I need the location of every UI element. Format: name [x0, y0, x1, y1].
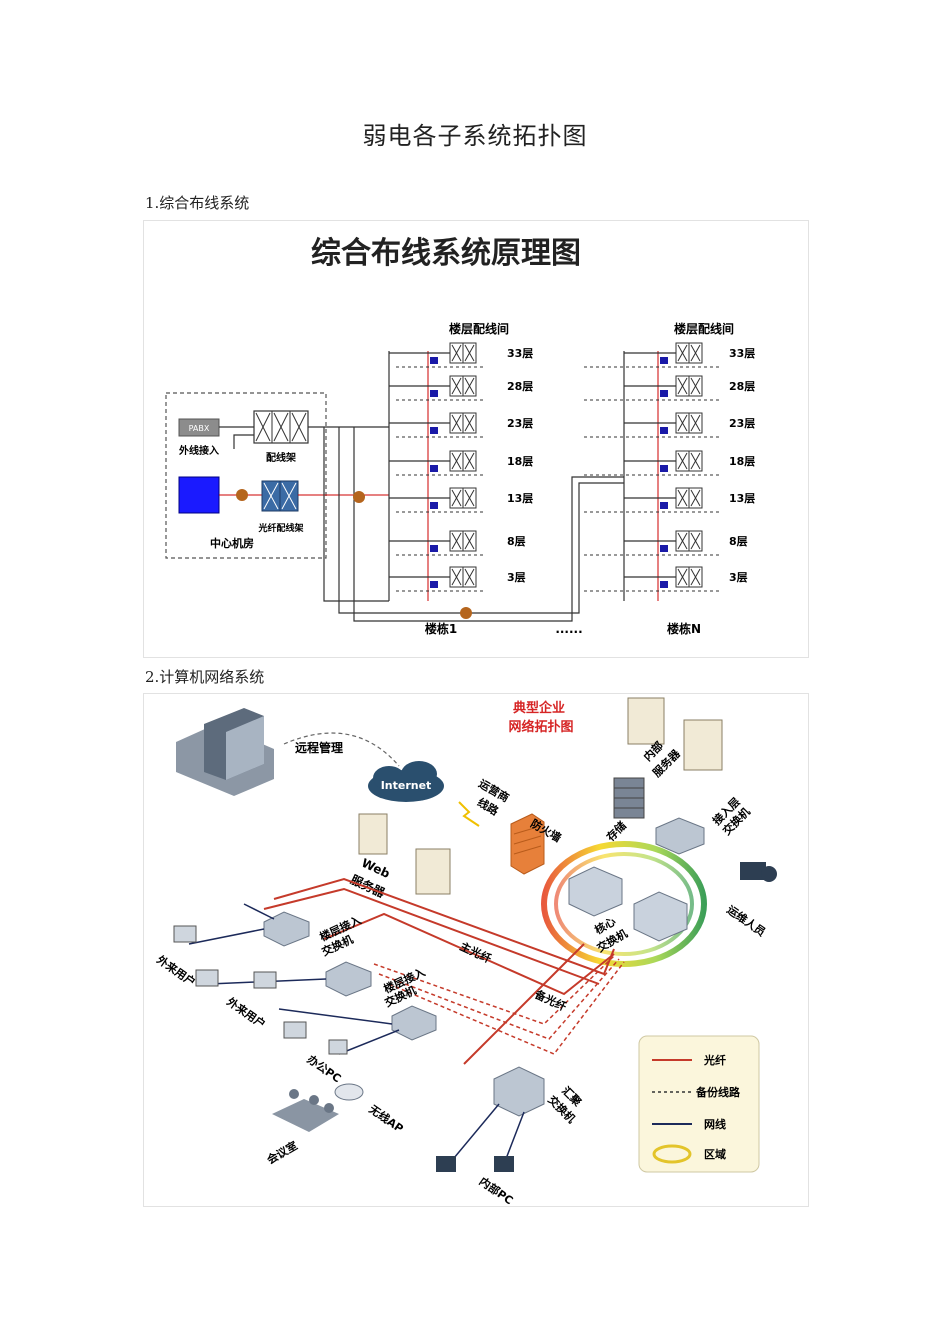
- floor-patch-panel-icon: [449, 530, 477, 552]
- core-ring-zone: [541, 841, 707, 967]
- core-switch-icon: [568, 866, 688, 942]
- storage-label: 存储: [603, 818, 628, 843]
- floor-label: 23层: [729, 417, 755, 430]
- floor-label: 28层: [729, 380, 755, 393]
- outlet-icon: [660, 545, 668, 552]
- network-title-line2: 网络拓扑图: [508, 719, 573, 735]
- floor-patch-panel-icon: [449, 412, 477, 434]
- outlet-icon: [660, 390, 668, 397]
- floor-label: 23层: [507, 417, 533, 430]
- network-diagram: 典型企业 网络拓扑图 远程管理 Internet 运营商 线路 防火墙: [143, 693, 809, 1207]
- floor-patch-panel-icon: [675, 450, 703, 472]
- floor-label: 13层: [729, 492, 755, 505]
- legend-fiber-label: 光纤: [703, 1053, 726, 1067]
- floor-patch-panel-icon: [449, 487, 477, 509]
- ellipsis-label: ......: [555, 622, 582, 636]
- office-pc-label: 办公PC: [305, 1052, 344, 1085]
- floor-patch-panel-icon: [675, 342, 703, 364]
- internet-label: Internet: [381, 779, 432, 792]
- building1-label: 楼栋1: [425, 621, 457, 636]
- floor-room-label-buildingN: 楼层配线间: [674, 321, 734, 336]
- outlet-icon: [660, 427, 668, 434]
- floor-label: 18层: [507, 455, 533, 468]
- internet-cloud-icon: [368, 761, 444, 802]
- buildingN-label: 楼栋N: [667, 621, 701, 636]
- legend-backup-label: 备份线路: [695, 1085, 741, 1099]
- guest-user-label-1: 外来用户: [153, 952, 198, 989]
- document-title: 弱电各子系统拓扑图: [362, 122, 588, 150]
- outlet-icon: [430, 545, 438, 552]
- internal-server-icon: [627, 697, 723, 771]
- floor-patch-panel-icon: [449, 375, 477, 397]
- access-switch-icon: [655, 817, 705, 855]
- fiber-splice-icon: [353, 491, 365, 503]
- center-room-label: 中心机房: [210, 536, 254, 550]
- floor-label: 33层: [507, 347, 533, 360]
- legend-zone-label: 区域: [704, 1147, 726, 1161]
- legend: 光纤 备份线路 网线 区域: [638, 1035, 760, 1173]
- patch-frame-icon: [253, 410, 309, 444]
- web-server-icon: [358, 813, 451, 895]
- firewall-icon: [510, 813, 545, 875]
- floor-room-label-building1: 楼层配线间: [449, 321, 509, 336]
- floor-patch-panel-icon: [675, 566, 703, 588]
- patch-frame-label: 配线架: [266, 451, 296, 464]
- ops-staff-label: 运维人员: [724, 902, 768, 939]
- pabx-label: PABX: [189, 424, 210, 433]
- floor-patch-panel-icon: [675, 487, 703, 509]
- floor-patch-panel-icon: [675, 375, 703, 397]
- floor-label: 28层: [507, 380, 533, 393]
- floor-access-switch-icon: [263, 911, 437, 1041]
- floor-label: 13层: [507, 492, 533, 505]
- floor-label: 3层: [507, 571, 526, 584]
- outlet-icon: [430, 390, 438, 397]
- floor-label: 8层: [729, 535, 748, 548]
- outlet-icon: [660, 502, 668, 509]
- desktop-pc-icon: [436, 1156, 514, 1172]
- fiber-frame-icon: [261, 480, 299, 512]
- outside-line-label: 外线接入: [178, 444, 219, 457]
- outlet-icon: [660, 465, 668, 472]
- aggregation-switch-icon: [493, 1066, 545, 1117]
- cabling-diagram: 综合布线系统原理图 PABX 外线接入 配线架 光纤配线架 中心机房: [143, 220, 809, 658]
- remote-mgmt-label: 远程管理: [295, 740, 343, 755]
- floor-label: 3层: [729, 571, 748, 584]
- wireless-ap-icon: [334, 1083, 364, 1101]
- ops-staff-icon: [740, 862, 777, 882]
- floor-label: 33层: [729, 347, 755, 360]
- floor-patch-panel-icon: [675, 530, 703, 552]
- cabling-diagram-title: 综合布线系统原理图: [311, 236, 581, 271]
- outlet-icon: [660, 581, 668, 588]
- fiber-splice-icon: [236, 489, 248, 501]
- fiber-frame-label: 光纤配线架: [257, 522, 303, 534]
- fiber-splice-icon: [460, 607, 472, 619]
- outlet-icon: [430, 502, 438, 509]
- outlet-icon: [430, 357, 438, 364]
- building-icon: [176, 708, 274, 796]
- outlet-icon: [430, 465, 438, 472]
- meeting-room-icon: [272, 1089, 339, 1132]
- section-heading-network: 2.计算机网络系统: [145, 668, 265, 686]
- outlet-icon: [430, 581, 438, 588]
- meeting-room-label: 会议室: [264, 1138, 300, 1167]
- internal-pc-label: 内部PC: [477, 1174, 516, 1206]
- floor-patch-panel-icon: [675, 412, 703, 434]
- center-room-box: [165, 392, 327, 559]
- network-title-line1: 典型企业: [513, 700, 565, 716]
- laptop-icon: [173, 925, 348, 1055]
- legend-cable-label: 网线: [704, 1117, 726, 1131]
- guest-user-label-2: 外来用户: [223, 994, 268, 1031]
- floor-patch-panel-icon: [449, 566, 477, 588]
- floor-label: 8层: [507, 535, 526, 548]
- server-icon: [178, 476, 220, 514]
- floor-patch-panel-icon: [449, 342, 477, 364]
- backup-fiber-label: 备光纤: [532, 987, 569, 1014]
- outlet-icon: [660, 357, 668, 364]
- outlet-icon: [430, 427, 438, 434]
- section-heading-cabling: 1.综合布线系统: [145, 194, 250, 212]
- floor-label: 18层: [729, 455, 755, 468]
- floor-patch-panel-icon: [449, 450, 477, 472]
- wireless-ap-label: 无线AP: [366, 1101, 406, 1135]
- storage-icon: [613, 777, 645, 819]
